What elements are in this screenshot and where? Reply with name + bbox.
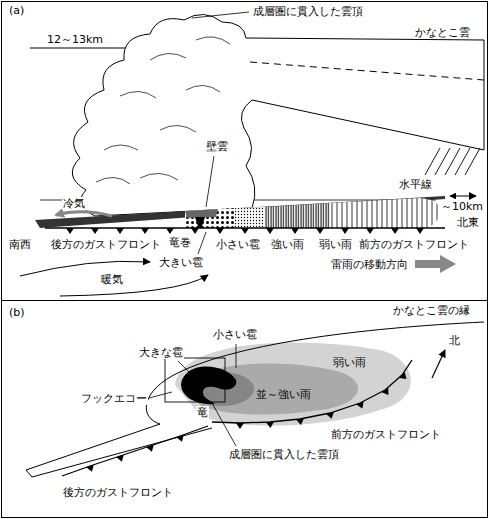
- callout-label: 大きい雹: [158, 256, 204, 269]
- dimension-label: ～10km: [440, 200, 484, 213]
- hook-box: [165, 358, 225, 402]
- cumulonimbus-cloud: [250, 62, 484, 80]
- cloud-base-wedge: [35, 196, 445, 228]
- callout-label: 冷気: [62, 197, 86, 210]
- anvil-precipitation-hatch: [465, 148, 480, 175]
- callout-label: かなとこ雲: [414, 26, 471, 39]
- wall-cloud-tornado: [185, 209, 218, 228]
- callout-label: 小さい雹: [215, 238, 261, 251]
- callout-label: 壁雲: [205, 140, 229, 153]
- scale-arrow: [450, 196, 476, 197]
- leader-line: [178, 361, 190, 373]
- direction-label: 北東: [456, 216, 480, 229]
- leader-line: [149, 344, 236, 446]
- scale-arrow: [450, 196, 476, 197]
- callout-label: かなとこ雲の縁: [392, 304, 471, 317]
- anvil-edge: [26, 322, 484, 477]
- motion-arrow: [415, 255, 456, 273]
- callout-label: 雷雨の移動方向: [330, 258, 409, 271]
- leader-line: [192, 12, 249, 18]
- wall-cloud-tornado: [195, 217, 205, 228]
- callout-label: 大きな雹: [138, 346, 184, 359]
- precipitation-shaft: [235, 207, 265, 228]
- warm-air-arrow: [60, 275, 208, 296]
- leader-line: [149, 392, 172, 398]
- frame: [2, 300, 488, 301]
- gust-front-line: [62, 426, 208, 476]
- callout-label: 前方のガストフロント: [330, 428, 442, 441]
- gust-front-line: [45, 228, 445, 229]
- callout-label: 竜: [196, 406, 209, 419]
- north-arrow: [432, 350, 445, 378]
- leader-line: [236, 344, 237, 368]
- callout-label: 弱い雨: [318, 238, 353, 251]
- callout-label: 後方のガストフロント: [50, 238, 162, 251]
- callout-label: 竜巻: [168, 236, 192, 249]
- precipitation-echo: [175, 342, 411, 425]
- direction-label: 北: [448, 334, 461, 347]
- anvil-precipitation-hatch: [425, 148, 480, 175]
- panel-label: (a): [8, 4, 25, 17]
- north-arrow: [432, 350, 445, 378]
- cold-air-arrow: [56, 212, 112, 216]
- precipitation-shaft: [185, 208, 235, 228]
- callout-label: 強い雨: [270, 238, 305, 251]
- cumulonimbus-cloud: [72, 14, 484, 216]
- callout-label: 暖気: [100, 273, 124, 286]
- warm-air-arrow: [20, 261, 150, 276]
- gust-front-line: [45, 227, 445, 228]
- panel-label: (b): [8, 306, 26, 319]
- cold-air-arrow: [56, 212, 112, 216]
- precipitation-shaft: [330, 198, 440, 228]
- leader-line: [212, 403, 236, 446]
- callout-label: フックエコー: [80, 392, 148, 405]
- leader-line: [206, 156, 214, 207]
- gust-front-line: [62, 360, 412, 476]
- motion-arrow: [415, 255, 456, 273]
- cloud-base-wedge: [35, 196, 445, 228]
- hook-box: [165, 358, 225, 402]
- callout-label: 成層圏に貫入した雲頂: [252, 5, 364, 18]
- wall-cloud-tornado: [185, 209, 218, 218]
- callout-label: 後方のガストフロント: [62, 486, 174, 499]
- cumulonimbus-cloud: [96, 37, 230, 184]
- dimension-label: 12～13km: [46, 33, 104, 46]
- callout-label: 小さい雹: [212, 328, 258, 341]
- callout-label: 水平線: [398, 178, 433, 191]
- anvil-edge: [26, 322, 484, 477]
- gust-front-line: [212, 360, 412, 423]
- precipitation-echo: [175, 342, 411, 425]
- callout-label: 成層圏に貫入した雲頂: [228, 448, 340, 461]
- precipitation-shaft: [185, 198, 440, 228]
- leader-line: [198, 232, 206, 254]
- callout-label: 前方のガストフロント: [358, 238, 470, 251]
- leader-line: [192, 12, 249, 254]
- direction-label: 南西: [8, 238, 32, 251]
- callout-label: 弱い雨: [332, 356, 367, 369]
- callout-label: 並～強い雨: [255, 388, 312, 401]
- cumulonimbus-cloud: [72, 14, 484, 216]
- precipitation-shaft: [265, 203, 330, 228]
